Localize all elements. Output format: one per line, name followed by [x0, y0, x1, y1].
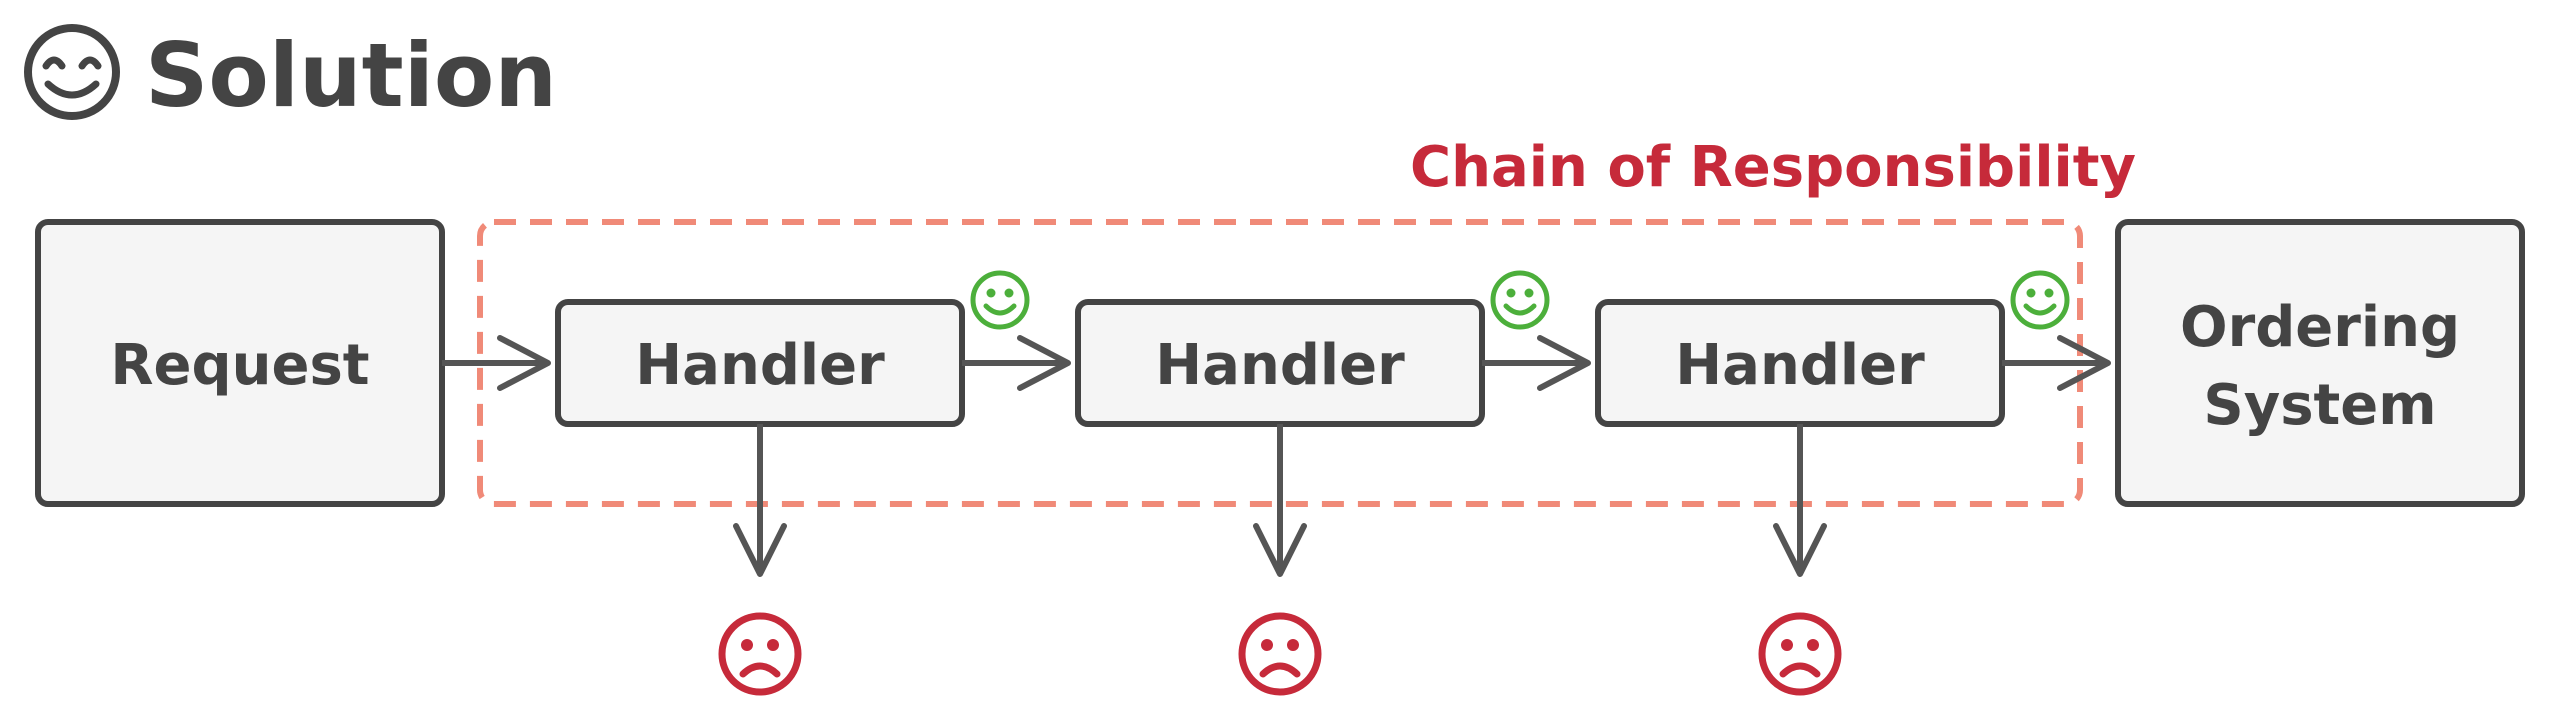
- handler-label-3: Handler: [1675, 333, 1925, 398]
- sad-face-icon: [1238, 612, 1322, 696]
- arrow-handler-3-reject: [1773, 424, 1827, 577]
- ordering-system-label-line1: Ordering: [2180, 295, 2460, 360]
- handler-node-2: Handler: [1075, 299, 1485, 427]
- smiling-face-icon: [24, 24, 120, 120]
- arrow-handler-3-to-ordering-system: [2002, 335, 2111, 391]
- request-label: Request: [110, 333, 369, 398]
- request-node: Request: [35, 219, 445, 507]
- happy-face-icon: [970, 270, 1030, 330]
- page-title: Solution: [24, 24, 557, 127]
- happy-face-icon: [1490, 270, 1550, 330]
- handler-node-3: Handler: [1595, 299, 2005, 427]
- arrow-handler-1-reject: [733, 424, 787, 577]
- arrow-handler-2-to-handler-3: [1482, 335, 1591, 391]
- arrow-handler-2-reject: [1253, 424, 1307, 577]
- chain-label: Chain of Responsibility: [1410, 135, 2136, 200]
- arrow-handler-1-to-handler-2: [962, 335, 1071, 391]
- ordering-system-label-line2: System: [2203, 373, 2436, 438]
- happy-face-icon: [2010, 270, 2070, 330]
- sad-face-icon: [1758, 612, 1842, 696]
- page-title-text: Solution: [145, 24, 557, 127]
- handler-node-1: Handler: [555, 299, 965, 427]
- ordering-system-node: Ordering System: [2115, 219, 2525, 507]
- sad-face-icon: [718, 612, 802, 696]
- ordering-system-box: [2115, 219, 2525, 507]
- arrow-request-to-handler-1: [442, 335, 551, 391]
- handler-label-2: Handler: [1155, 333, 1405, 398]
- handler-label-1: Handler: [635, 333, 885, 398]
